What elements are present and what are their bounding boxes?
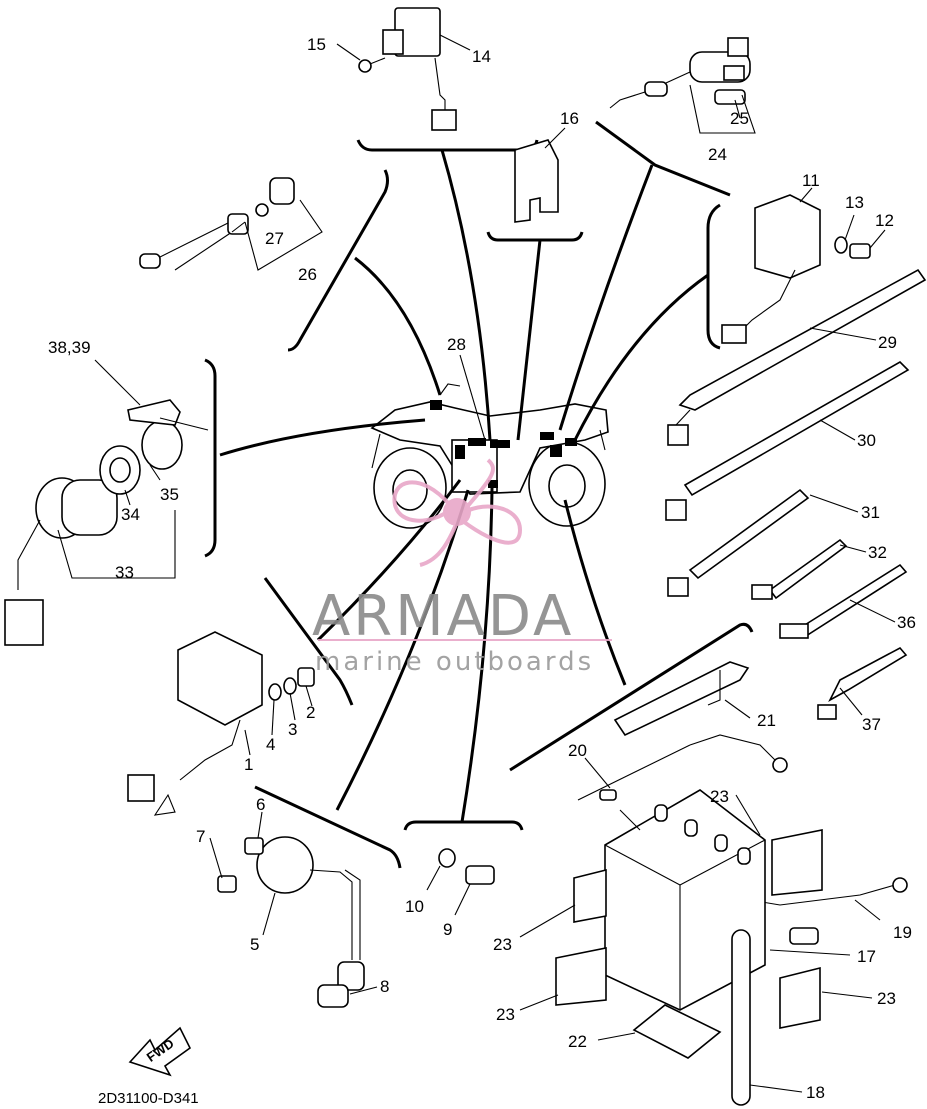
callout-29: 29 (878, 333, 897, 352)
callout-11: 11 (802, 171, 820, 190)
callout-15: 15 (307, 35, 326, 54)
part-22-23-pads (555, 829, 823, 1059)
callout-36: 36 (897, 613, 916, 632)
part-33-main-switch (4, 420, 183, 646)
callout-23-bottom: 23 (496, 1005, 515, 1024)
callout-22: 22 (568, 1032, 587, 1051)
callout-2: 2 (306, 703, 315, 722)
callout-leaders (57, 34, 896, 1093)
callout-9: 9 (443, 920, 452, 939)
callout-4: 4 (266, 735, 275, 754)
callout-3: 3 (288, 720, 297, 739)
callout-26: 26 (298, 265, 317, 284)
callout-27: 27 (265, 229, 284, 248)
callout-25: 25 (730, 109, 749, 128)
watermark: ARMADA marine outboards (312, 458, 612, 677)
watermark-subtitle: marine outboards (315, 647, 594, 677)
callout-23-right: 23 (877, 989, 896, 1008)
callout-8: 8 (380, 977, 389, 996)
part-38-39-key (127, 399, 209, 431)
part-15-screw (358, 57, 386, 73)
callout-labels: 14 15 16 25 24 11 13 12 27 26 28 29 30 3… (48, 35, 916, 1102)
part-6-7-bolts (217, 837, 264, 893)
callout-23-left: 23 (493, 935, 512, 954)
callout-16: 16 (560, 109, 579, 128)
callout-12: 12 (875, 211, 894, 230)
part-1-regulator (127, 631, 263, 816)
callout-21: 21 (757, 711, 776, 730)
callout-18: 18 (806, 1083, 825, 1102)
part-9-10-hardware (438, 848, 495, 885)
part-2-3-4-hardware (268, 667, 315, 701)
callout-30: 30 (857, 431, 876, 450)
diagram-code: 2D31100-D341 (98, 1090, 199, 1107)
callout-6: 6 (256, 795, 265, 814)
part-29-37-ties (665, 268, 927, 720)
part-26-lead (139, 177, 295, 271)
callout-38-39: 38,39 (48, 338, 91, 357)
part-16-cover (514, 139, 559, 223)
part-11-cdi (721, 194, 821, 344)
part-14-relay (382, 7, 457, 131)
part-19-20-leads (577, 734, 908, 906)
callout-5: 5 (250, 935, 259, 954)
callout-32: 32 (868, 543, 887, 562)
callout-1: 1 (244, 755, 253, 774)
callout-31: 31 (861, 503, 880, 522)
part-21-bracket (613, 661, 750, 737)
callout-17: 17 (857, 947, 876, 966)
callout-23-top: 23 (710, 787, 729, 806)
callout-19: 19 (893, 923, 912, 942)
fwd-arrow-icon: FWD (128, 1026, 192, 1077)
part-24-starter-relay (609, 37, 751, 109)
part-12-13-bolt-washer (834, 236, 871, 259)
callout-10: 10 (405, 897, 424, 916)
watermark-title: ARMADA (312, 584, 574, 649)
part-18-breather (731, 929, 751, 1106)
callout-37: 37 (862, 715, 881, 734)
callout-13: 13 (845, 193, 864, 212)
callout-33: 33 (115, 563, 134, 582)
callout-28: 28 (447, 335, 466, 354)
atv-vehicle (370, 383, 609, 529)
part-5-ignition-coil (256, 836, 365, 1008)
callout-35: 35 (160, 485, 179, 504)
callout-34: 34 (121, 505, 140, 524)
callout-7: 7 (196, 827, 205, 846)
part-17-battery (604, 789, 819, 1011)
callout-14: 14 (472, 47, 491, 66)
callout-20: 20 (568, 741, 587, 760)
callout-24: 24 (708, 145, 727, 164)
